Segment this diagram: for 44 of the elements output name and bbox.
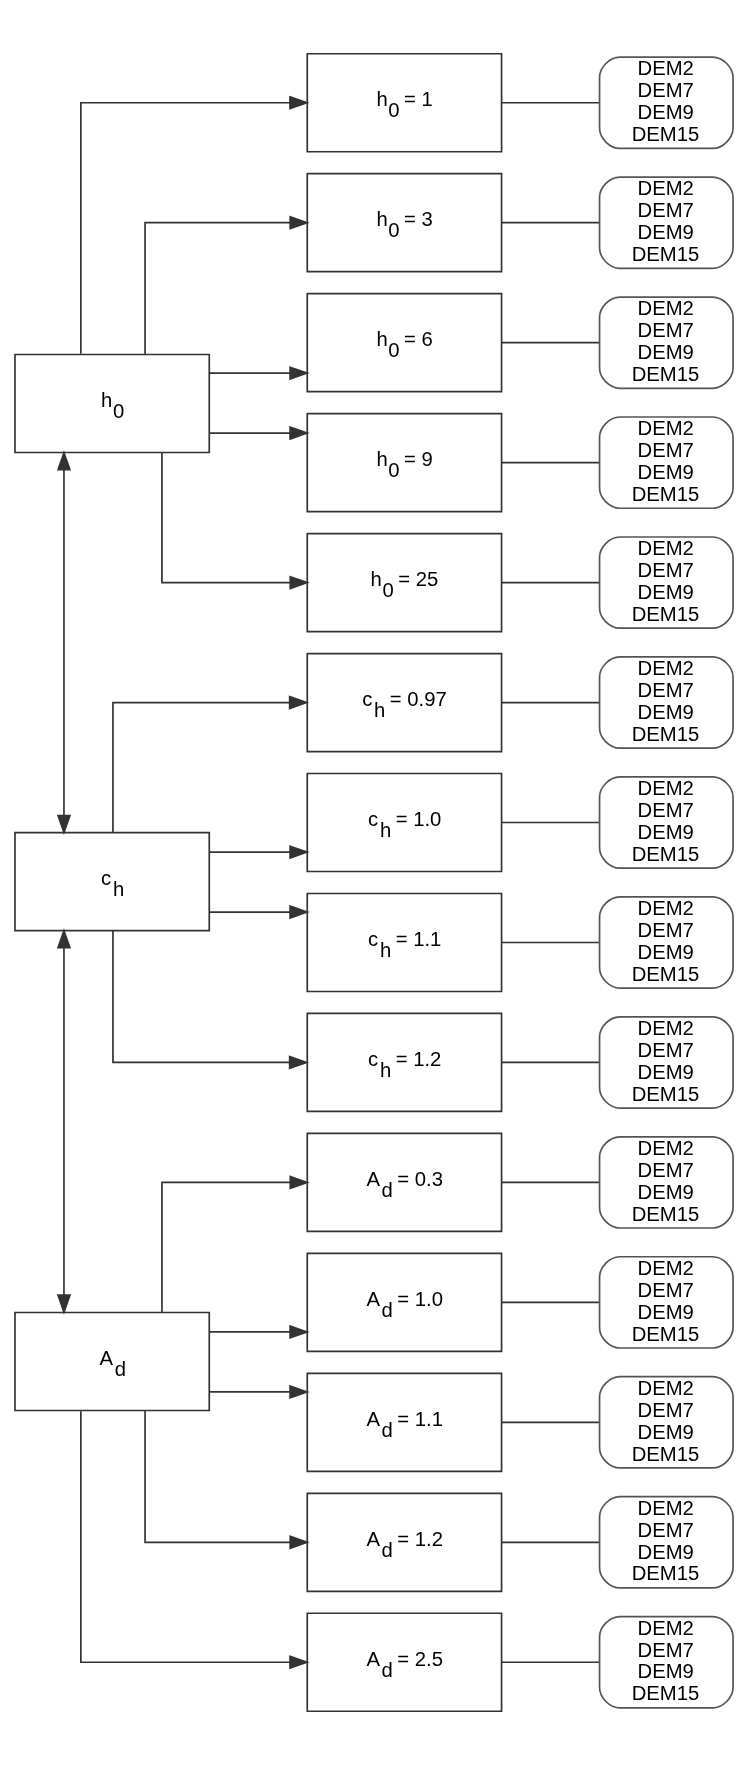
connector <box>501 1061 600 1064</box>
connector <box>501 821 600 824</box>
arrow <box>112 930 310 1070</box>
connector <box>501 101 600 104</box>
connector <box>501 701 600 704</box>
node-box: DEM2 DEM7 DEM9 DEM15 <box>598 776 734 869</box>
arrow <box>208 1324 310 1340</box>
node-box: DEM2 DEM7 DEM9 DEM15 <box>598 1015 734 1109</box>
arrow <box>144 1410 310 1550</box>
node-box: DEM2 DEM7 DEM9 DEM15 <box>598 296 734 390</box>
arrow <box>208 366 310 381</box>
node-box: DEM2 DEM7 DEM9 DEM15 <box>598 536 734 630</box>
node-box: DEM2 DEM7 DEM9 DEM15 <box>598 896 734 989</box>
connector <box>501 1541 600 1544</box>
node-box: DEM2 DEM7 DEM9 DEM15 <box>598 1495 734 1589</box>
connector <box>501 1661 600 1664</box>
node-box: DEM2 DEM7 DEM9 DEM15 <box>598 1255 734 1349</box>
arrow <box>208 425 310 441</box>
arrow <box>208 904 310 920</box>
connector <box>501 941 600 944</box>
node-box: DEM2 DEM7 DEM9 DEM15 <box>598 656 734 750</box>
connector <box>501 341 600 344</box>
connector <box>501 221 600 224</box>
connector <box>501 1421 600 1424</box>
arrow <box>112 695 310 834</box>
connector <box>501 1181 600 1184</box>
connector <box>501 461 600 464</box>
arrow <box>80 95 310 355</box>
arrow <box>56 450 72 836</box>
arrow <box>208 1384 310 1399</box>
node-box: DEM2 DEM7 DEM9 DEM15 <box>598 176 734 270</box>
node-box: DEM2 DEM7 DEM9 DEM15 <box>598 1135 734 1229</box>
arrow <box>161 1175 310 1313</box>
arrow <box>161 452 310 590</box>
node-box: DEM2 DEM7 DEM9 DEM15 <box>598 1615 734 1709</box>
arrow <box>208 844 310 860</box>
arrow <box>80 1410 310 1670</box>
arrow <box>56 928 72 1315</box>
connector <box>501 1301 600 1304</box>
node-box: DEM2 DEM7 DEM9 DEM15 <box>598 416 734 510</box>
arrow <box>144 215 310 355</box>
node-box: DEM2 DEM7 DEM9 DEM15 <box>598 1375 734 1469</box>
connector <box>501 581 600 584</box>
node-box: DEM2 DEM7 DEM9 DEM15 <box>598 56 734 150</box>
